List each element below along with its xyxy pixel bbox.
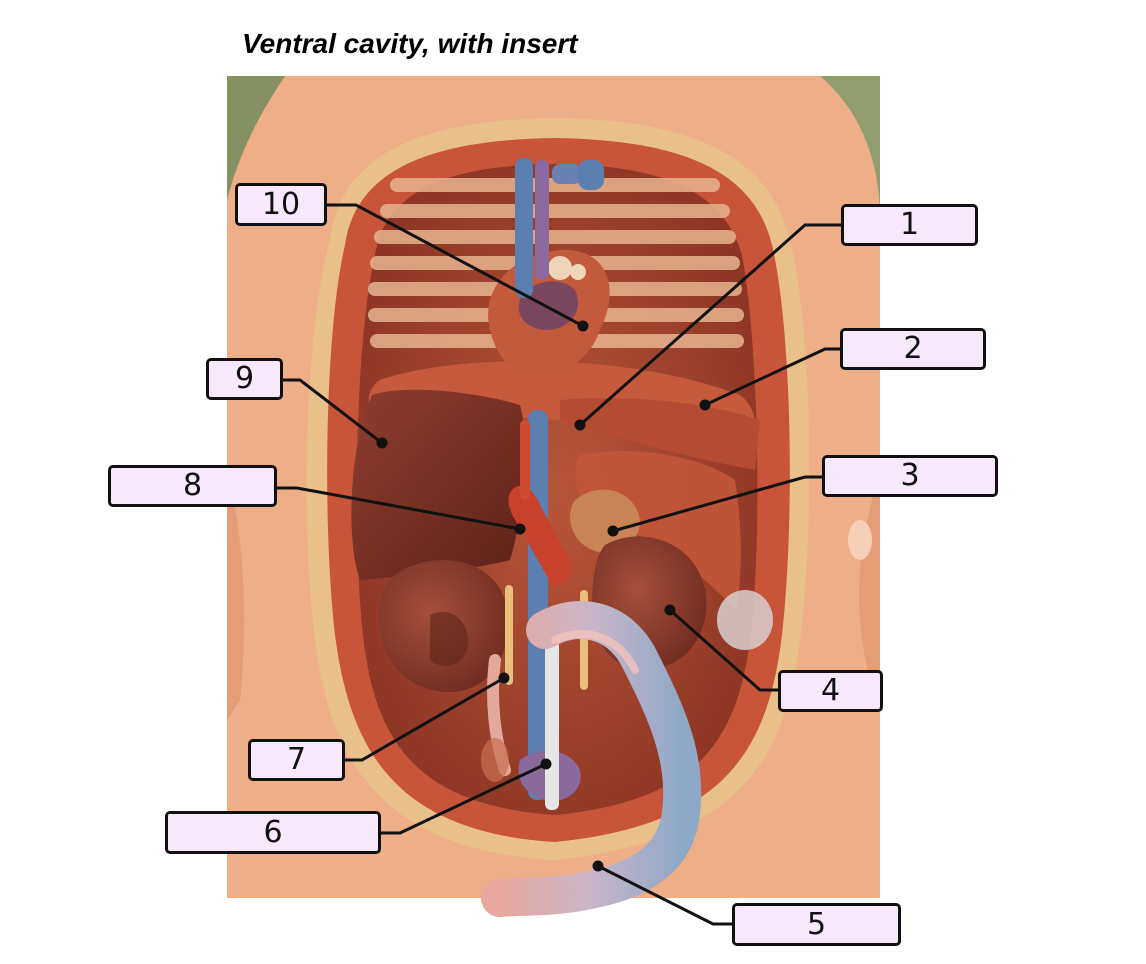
label-box-4: 4: [778, 670, 883, 712]
adrenal-gland: [570, 489, 640, 554]
leader-lines: [277, 203, 841, 926]
ribs: [368, 178, 744, 348]
label-box-5: 5: [732, 903, 901, 946]
abdominal-aorta: [508, 485, 572, 586]
intestine-insert: [481, 601, 702, 917]
label-box-9: 9: [206, 358, 283, 400]
liver: [351, 389, 526, 580]
diagram-title: Ventral cavity, with insert: [242, 28, 578, 59]
leader-endpoints: [376, 320, 711, 872]
label-box-6: 6: [165, 811, 381, 854]
superior-vena-cava: [515, 158, 533, 298]
label-box-2: 2: [840, 328, 986, 370]
label-box-10: 10: [235, 183, 327, 226]
label-box-3: 3: [822, 455, 998, 497]
label-box-8: 8: [108, 465, 277, 507]
label-box-7: 7: [248, 739, 345, 781]
label-box-1: 1: [841, 204, 978, 246]
stomach-region: [575, 451, 741, 610]
